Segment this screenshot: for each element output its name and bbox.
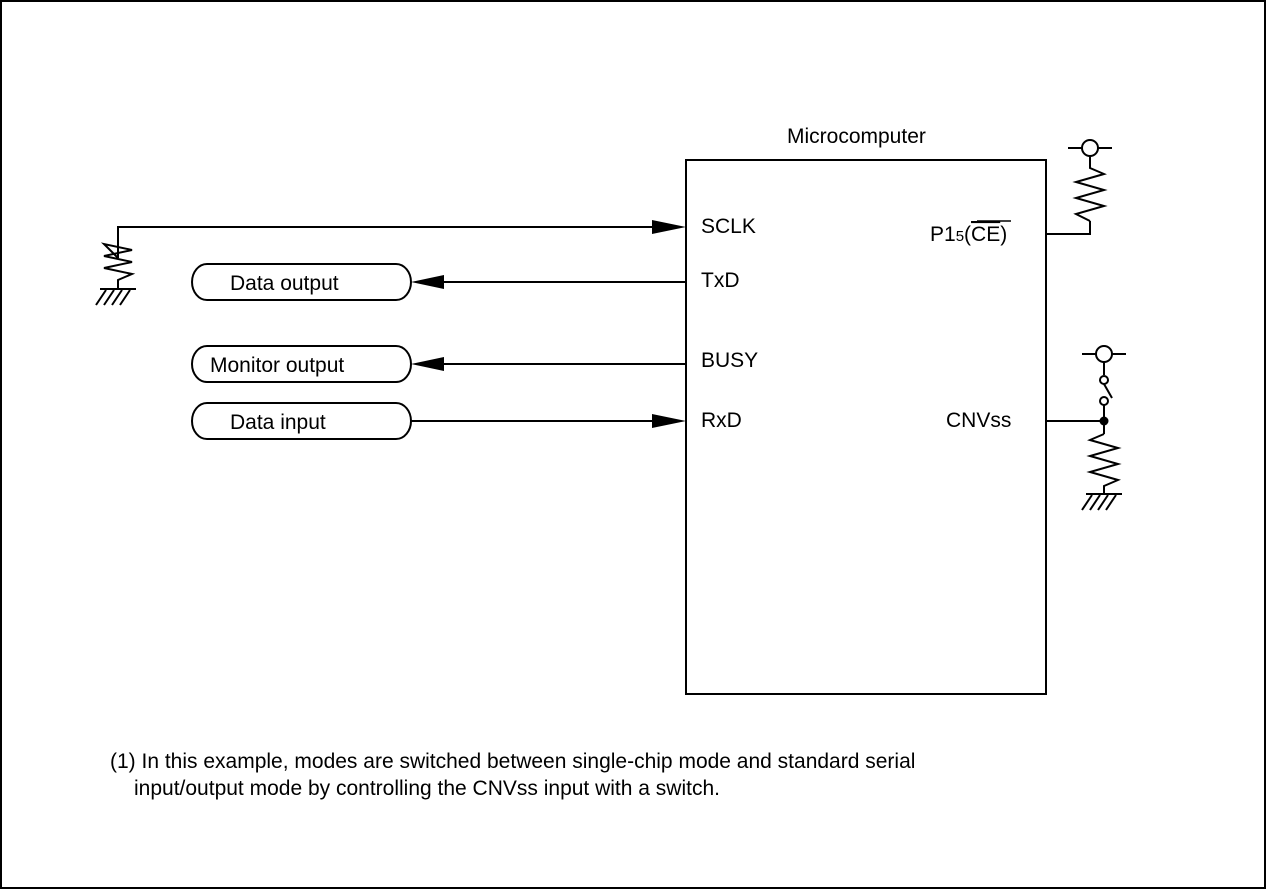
pin-p15-prefix: P1 xyxy=(930,223,956,246)
cnvss-switch-icon xyxy=(1099,362,1113,421)
data-input-terminal xyxy=(191,402,412,440)
ground-icon-cnvss xyxy=(1081,493,1122,511)
monitor-output-label: Monitor output xyxy=(210,354,344,377)
data-input-label: Data input xyxy=(230,411,326,434)
footnote-line-2: input/output mode by controlling the CNV… xyxy=(134,777,720,800)
data-output-label: Data output xyxy=(230,272,339,295)
monitor-output-terminal xyxy=(191,345,412,383)
vcc-icon-cnvss xyxy=(1082,345,1126,363)
pin-p15-ce: P15(CE) xyxy=(930,223,1007,246)
cnvss-pulldown xyxy=(1086,421,1122,494)
rxd-arrow-icon xyxy=(652,414,686,428)
p15-pullup xyxy=(1046,155,1108,235)
pin-rxd: RxD xyxy=(701,409,742,432)
microcomputer-block xyxy=(685,159,1047,695)
vcc-icon xyxy=(1068,139,1112,157)
pin-p15-close-paren: ) xyxy=(1000,223,1007,246)
pin-p15-open-paren: ( xyxy=(964,223,971,246)
txd-arrow-icon xyxy=(411,275,444,289)
pin-busy: BUSY xyxy=(701,349,758,372)
pin-p15-ce-bar: CE xyxy=(971,223,1000,246)
pin-p15-subscript: 5 xyxy=(956,228,964,245)
pin-cnvss: CNVss xyxy=(946,409,1011,432)
footnote-line-1: (1) In this example, modes are switched … xyxy=(110,750,916,773)
busy-arrow-icon xyxy=(411,357,444,371)
data-output-terminal xyxy=(191,263,412,301)
ground-icon xyxy=(95,288,136,306)
microcomputer-label: Microcomputer xyxy=(787,125,926,148)
sclk-arrow-icon xyxy=(652,220,686,234)
pin-sclk: SCLK xyxy=(701,215,756,238)
sclk-wire xyxy=(100,226,652,289)
pin-txd: TxD xyxy=(701,269,740,292)
footnote: (1) In this example, modes are switched … xyxy=(110,748,1210,802)
